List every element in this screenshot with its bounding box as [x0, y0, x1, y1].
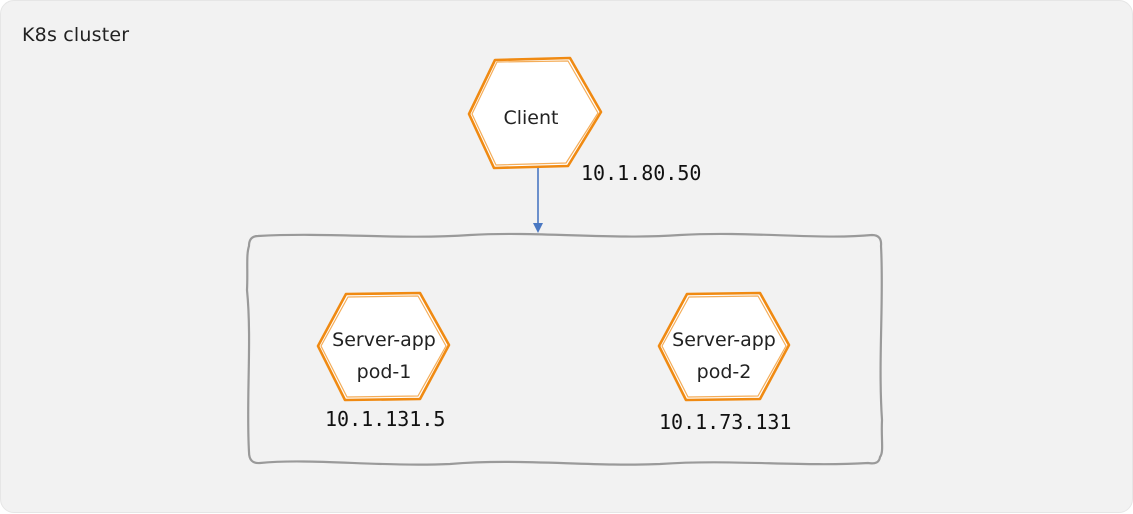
client-hexagon-shape: [467, 56, 603, 170]
pod-2-node[interactable]: Server-app pod-2: [657, 291, 791, 402]
pod-2-hexagon-shape: [657, 291, 791, 402]
cluster-label: K8s cluster: [22, 24, 130, 46]
client-node[interactable]: Client: [467, 56, 603, 170]
service-group-box: [245, 232, 884, 466]
client-label: Client: [503, 107, 558, 129]
pod-1-label-line1: Server-app: [332, 329, 436, 351]
pod-2-label-line1: Server-app: [672, 329, 776, 351]
pod-2-ip: 10.1.73.131: [659, 410, 791, 434]
pod-1-hexagon-shape: [316, 291, 451, 402]
pod-1-label-line2: pod-1: [357, 361, 412, 383]
pod-2-label-line2: pod-2: [697, 361, 752, 383]
pod-1-node[interactable]: Server-app pod-1: [316, 291, 451, 402]
client-ip: 10.1.80.50: [581, 161, 701, 185]
pod-1-ip: 10.1.131.5: [325, 407, 445, 431]
